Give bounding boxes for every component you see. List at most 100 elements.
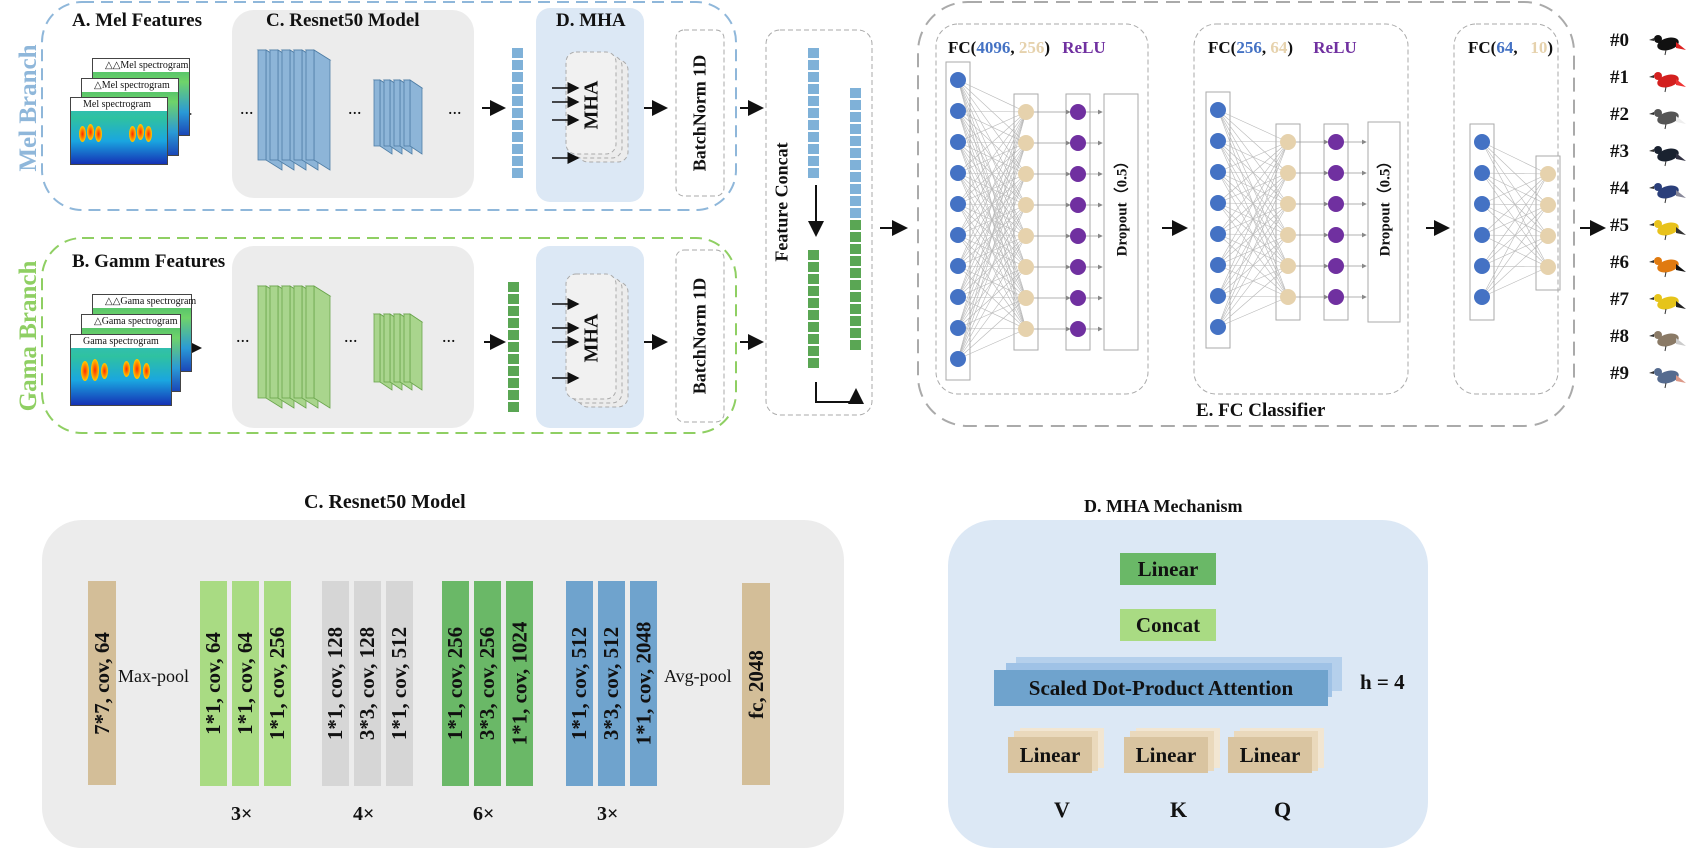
bird-icon bbox=[1676, 116, 1686, 124]
neuron-column bbox=[1323, 123, 1349, 321]
resnet-slab-mel bbox=[403, 79, 411, 147]
concat-cell-mel bbox=[808, 96, 819, 106]
neuron bbox=[1540, 259, 1556, 275]
connection bbox=[957, 111, 1027, 298]
neuron bbox=[1328, 196, 1344, 212]
concat-cell-mel bbox=[850, 124, 861, 134]
mha-block-mel bbox=[565, 51, 617, 155]
feature-cell-mel bbox=[512, 120, 523, 130]
feature-cell-mel bbox=[512, 144, 523, 154]
neuron bbox=[1210, 102, 1226, 118]
resnet-slab-mel bbox=[257, 49, 267, 161]
connection bbox=[1481, 266, 1549, 298]
bird-icon bbox=[1657, 37, 1679, 51]
dropout-box bbox=[1103, 93, 1139, 351]
bird-icon bbox=[1676, 190, 1686, 198]
concat-cell-gama bbox=[808, 358, 819, 368]
neuron bbox=[950, 320, 966, 336]
bird-icon bbox=[1664, 49, 1667, 56]
neuron bbox=[1018, 321, 1034, 337]
connection bbox=[1217, 140, 1289, 143]
neuron bbox=[1018, 259, 1034, 275]
connection bbox=[1217, 172, 1289, 328]
resnet-slab-gama bbox=[269, 285, 279, 399]
concat-cell-mel bbox=[808, 108, 819, 118]
concat-cell-gama bbox=[850, 268, 861, 278]
concat-cell-mel bbox=[850, 148, 861, 158]
concat-cell-gama bbox=[850, 292, 861, 302]
gama-branch-box bbox=[41, 237, 737, 434]
resnet-slab-gama bbox=[293, 285, 303, 399]
concat-cell-mel bbox=[850, 184, 861, 194]
fc2-header: FC(256, 64) ReLU bbox=[1208, 38, 1357, 57]
connection bbox=[957, 111, 1027, 205]
resnet-conv-layer: 3*3, cov, 256 bbox=[474, 581, 501, 786]
bird-icon bbox=[1657, 222, 1679, 236]
resnet-conv-layer: 1*1, cov, 512 bbox=[386, 581, 413, 786]
bird-icon bbox=[1657, 111, 1679, 125]
neuron bbox=[1018, 135, 1034, 151]
neuron bbox=[1070, 259, 1086, 275]
connection bbox=[1217, 141, 1289, 173]
feature-cell-gama bbox=[508, 306, 519, 316]
neuron bbox=[1280, 165, 1296, 181]
concat-cell-mel bbox=[808, 156, 819, 166]
concat-cell-mel bbox=[808, 84, 819, 94]
neuron bbox=[1280, 289, 1296, 305]
neuron bbox=[1070, 197, 1086, 213]
resnet-conv-layer: 1*1, cov, 2048 bbox=[630, 581, 657, 786]
feature-cell-mel bbox=[512, 168, 523, 178]
concat-cell-mel bbox=[850, 160, 861, 170]
batchnorm-mel bbox=[675, 29, 725, 197]
neuron bbox=[950, 289, 966, 305]
neuron bbox=[1474, 196, 1490, 212]
stage-repeat-label: 6× bbox=[473, 803, 495, 825]
neuron-column bbox=[1013, 93, 1039, 351]
class-label: #6 bbox=[1610, 252, 1629, 273]
concat-cell-mel bbox=[850, 88, 861, 98]
bird-icon bbox=[1676, 301, 1686, 309]
neuron bbox=[950, 72, 966, 88]
connection bbox=[1481, 235, 1549, 298]
resnet-conv-layer: 1*1, cov, 1024 bbox=[506, 581, 533, 786]
heads-label: h = 4 bbox=[1360, 670, 1405, 694]
bird-icon bbox=[1654, 257, 1662, 265]
neuron-column bbox=[1065, 93, 1091, 351]
concat-cell-mel bbox=[808, 144, 819, 154]
feature-cell-mel bbox=[512, 96, 523, 106]
connection bbox=[957, 235, 1027, 360]
neuron bbox=[950, 196, 966, 212]
neuron bbox=[1070, 290, 1086, 306]
neuron bbox=[950, 165, 966, 181]
bird-icon bbox=[1654, 109, 1662, 117]
class-label: #5 bbox=[1610, 215, 1629, 236]
neuron bbox=[1018, 228, 1034, 244]
neuron bbox=[1070, 166, 1086, 182]
neuron-column bbox=[1469, 123, 1495, 321]
avgpool-label: Avg-pool bbox=[664, 666, 732, 686]
neuron bbox=[950, 134, 966, 150]
neuron bbox=[950, 258, 966, 274]
resnet-slab-mel bbox=[383, 79, 391, 147]
resnet-conv-layer: 1*1, cov, 64 bbox=[232, 581, 259, 786]
resnet-conv-layer: 1*1, cov, 64 bbox=[200, 581, 227, 786]
resnet-title-top: C. Resnet50 Model bbox=[266, 10, 420, 31]
concat-cell-mel bbox=[808, 132, 819, 142]
connection bbox=[957, 111, 1027, 360]
bird-icon bbox=[1649, 75, 1654, 78]
concat-arrow bbox=[815, 382, 864, 404]
neuron bbox=[1328, 165, 1344, 181]
neuron bbox=[1474, 258, 1490, 274]
neuron bbox=[950, 103, 966, 119]
resnet-slab-gama bbox=[383, 313, 391, 383]
connection bbox=[1481, 141, 1549, 175]
dropout-label-1: Dropout（0.5） bbox=[1114, 153, 1131, 257]
bird-icon bbox=[1676, 42, 1686, 50]
concat-cell-mel bbox=[850, 136, 861, 146]
neuron bbox=[1070, 104, 1086, 120]
gama-branch-label: Gama Branch bbox=[15, 260, 42, 412]
dropout-box bbox=[1367, 121, 1401, 323]
stage-repeat-label: 3× bbox=[597, 803, 619, 825]
resnet-slab-gama bbox=[393, 313, 401, 383]
bird-icon bbox=[1664, 123, 1667, 130]
